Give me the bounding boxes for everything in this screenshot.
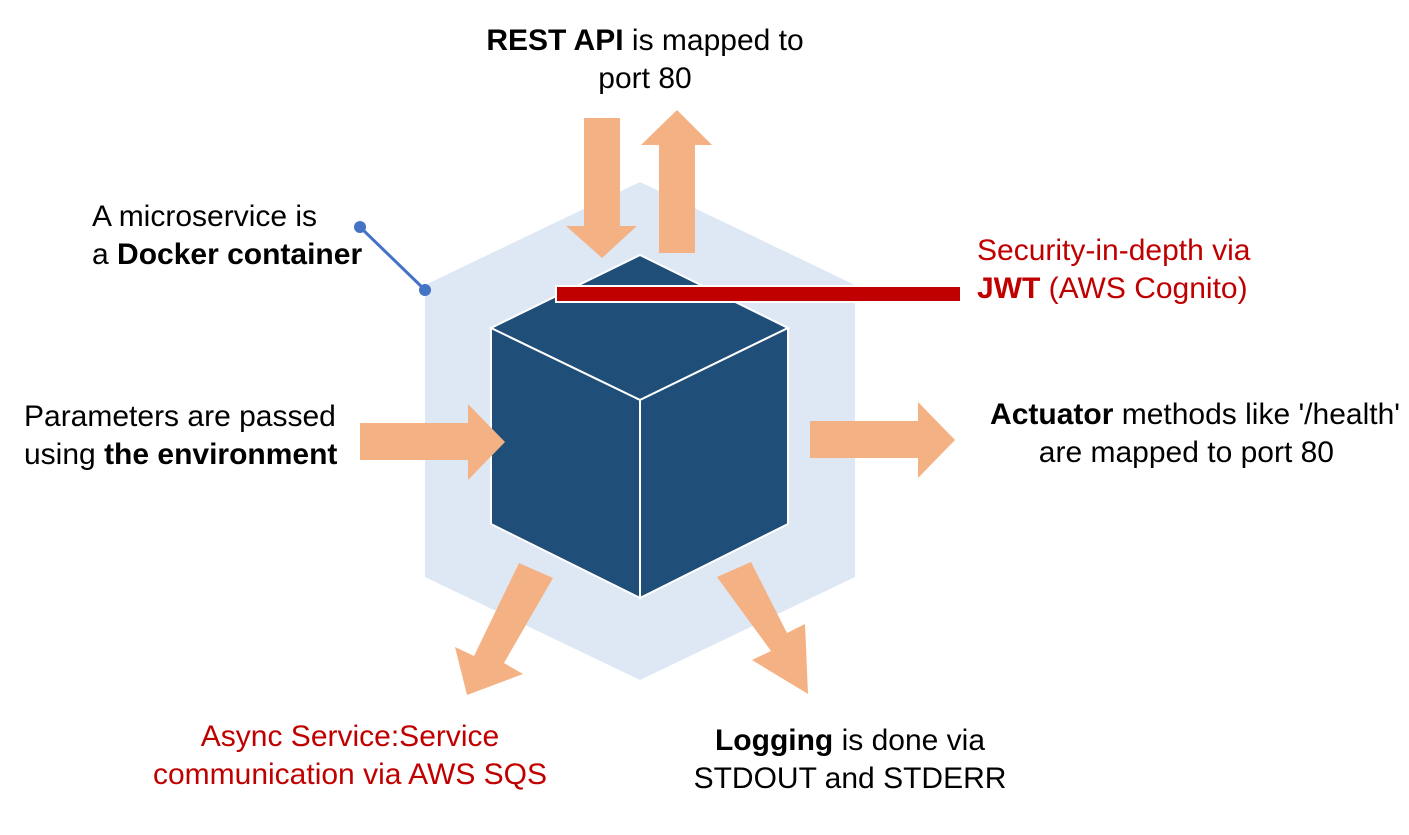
- async-line2: communication via AWS SQS: [152, 758, 548, 791]
- security-label: Security-in-depth via JWT (AWS Cognito): [977, 232, 1250, 308]
- actuator-line2: are mapped to port 80: [1038, 436, 1334, 469]
- actuator-bold: Actuator: [990, 398, 1114, 431]
- async-line1: Async Service:Service: [200, 720, 500, 753]
- rest-api-line2: port 80: [598, 62, 692, 95]
- parameters-line2-bold: the environment: [104, 438, 338, 471]
- callout-line: [358, 225, 427, 292]
- docker-line2-prefix: a: [92, 238, 118, 271]
- logging-text: is done via: [833, 724, 986, 757]
- callout-dot-end: [419, 284, 431, 296]
- parameters-label: Parameters are passed using the environm…: [24, 398, 337, 474]
- rest-api-bold: REST API: [486, 24, 624, 57]
- logging-label: Logging is done via STDOUT and STDERR: [670, 722, 1030, 798]
- jwt-security-bar: [555, 285, 962, 303]
- actuator-text: methods like '/health': [1113, 398, 1400, 431]
- callout-dot-start: [354, 221, 366, 233]
- parameters-line2-prefix: using: [24, 438, 105, 471]
- rest-in-arrow: [566, 118, 637, 258]
- security-line2-text: (AWS Cognito): [1040, 272, 1248, 305]
- docker-cube: [488, 253, 791, 600]
- async-sqs-label: Async Service:Service communication via …: [150, 718, 550, 794]
- logging-bold: Logging: [714, 724, 834, 757]
- actuator-arrow: [810, 402, 955, 478]
- logging-line2: STDOUT and STDERR: [693, 762, 1007, 795]
- async-sqs-arrow: [455, 563, 553, 695]
- docker-line2-bold: Docker container: [117, 238, 363, 271]
- parameters-line1: Parameters are passed: [24, 400, 336, 433]
- rest-api-label: REST API is mapped to port 80: [470, 22, 820, 98]
- docker-line1: A microservice is: [92, 200, 318, 233]
- cube-right-face: [639, 326, 789, 600]
- rest-out-arrow: [641, 110, 712, 253]
- environment-arrow: [360, 404, 505, 480]
- logging-arrow: [717, 562, 808, 694]
- docker-label: A microservice is a Docker container: [92, 198, 362, 274]
- rest-api-text: is mapped to: [623, 24, 804, 57]
- docker-callout: [354, 221, 431, 296]
- actuator-label: Actuator methods like '/health' are mapp…: [955, 396, 1400, 472]
- security-jwt-bold: JWT: [977, 272, 1041, 305]
- security-line1: Security-in-depth via: [977, 234, 1251, 267]
